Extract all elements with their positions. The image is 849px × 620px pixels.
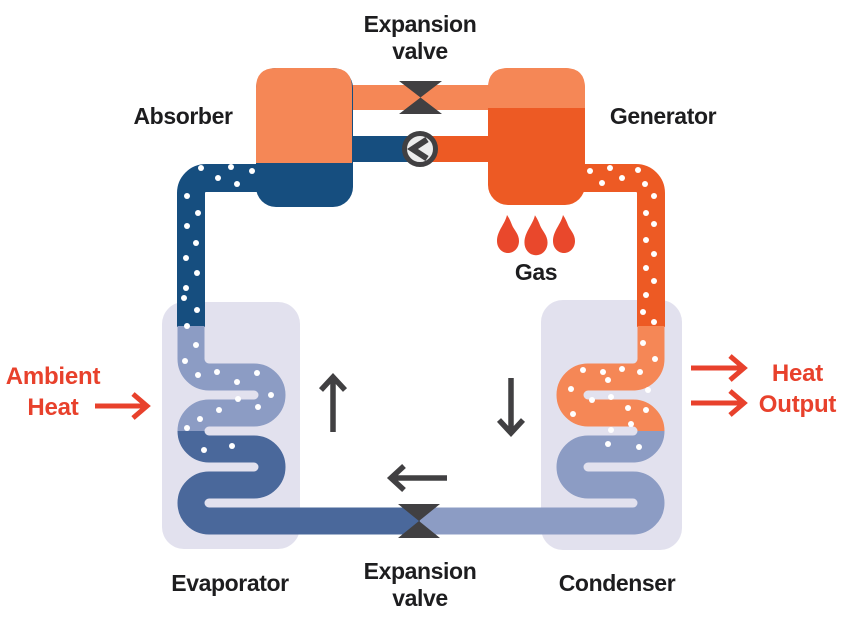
bubble-dot <box>619 366 625 372</box>
evaporator-bubbles <box>181 164 274 453</box>
bubble-dot <box>194 307 200 313</box>
bubble-dot <box>195 372 201 378</box>
bubble-dot <box>600 369 606 375</box>
bubble-dot <box>643 210 649 216</box>
bubble-dot <box>184 193 190 199</box>
condenser-bubbles <box>568 165 658 450</box>
evaporator-label: Evaporator <box>171 570 289 596</box>
bubble-dot <box>608 427 614 433</box>
bubble-dot <box>599 180 605 186</box>
bubble-dot <box>651 193 657 199</box>
evaporator-coil-warm-section <box>177 429 420 535</box>
bubble-dot <box>635 167 641 173</box>
condenser-label: Condenser <box>558 570 676 596</box>
heat-output-arrow-2-icon <box>691 389 748 417</box>
bubble-dot <box>643 237 649 243</box>
bubble-dot <box>193 342 199 348</box>
bubble-dot <box>234 181 240 187</box>
ambient-heat-label: Ambient Heat <box>5 363 101 421</box>
bubble-dot <box>608 394 614 400</box>
generator-box <box>488 68 585 205</box>
flow-up-arrow-icon <box>318 372 348 432</box>
bubble-dot <box>625 405 631 411</box>
condenser-coil-cooled-section <box>420 429 665 535</box>
bubble-dot <box>194 270 200 276</box>
bubble-dot <box>198 165 204 171</box>
bubble-dot <box>642 181 648 187</box>
gas-label: Gas <box>514 259 558 285</box>
bubble-dot <box>254 370 260 376</box>
absorber-upper <box>256 68 352 163</box>
bubble-dot <box>184 323 190 329</box>
bubble-dot <box>589 397 595 403</box>
bubble-dot <box>249 168 255 174</box>
absorber-outlet-pipe <box>177 164 260 327</box>
bubble-dot <box>201 447 207 453</box>
bubble-dot <box>651 319 657 325</box>
bubble-dot <box>651 278 657 284</box>
flame-1 <box>497 215 519 253</box>
expansion-valve-top-label: Expansion valve <box>363 11 477 64</box>
bubble-dot <box>570 411 576 417</box>
bubble-dot <box>652 356 658 362</box>
condenser-coil-hot-section <box>556 326 665 433</box>
bubble-dot <box>605 377 611 383</box>
bubble-dot <box>640 340 646 346</box>
bubble-dot <box>643 265 649 271</box>
generator-label: Generator <box>609 103 717 129</box>
bubble-dot <box>215 175 221 181</box>
expansion-valve-top-icon <box>399 81 442 114</box>
expansion-valve-bottom-icon <box>398 504 440 538</box>
bubble-dot <box>645 387 651 393</box>
bubble-dot <box>643 292 649 298</box>
bubble-dot <box>619 175 625 181</box>
bubble-dot <box>268 392 274 398</box>
bubble-dot <box>229 443 235 449</box>
bubble-dot <box>255 404 261 410</box>
bubble-dot <box>234 379 240 385</box>
bubble-dot <box>607 165 613 171</box>
bubble-dot <box>195 210 201 216</box>
flame-3 <box>553 215 575 253</box>
bubble-dot <box>181 295 187 301</box>
flame-icon <box>497 215 575 256</box>
bubble-dot <box>235 396 241 402</box>
bubble-dot <box>643 407 649 413</box>
heat-output-arrow-1-icon <box>691 354 748 382</box>
bubble-dot <box>628 421 634 427</box>
expansion-valve-bottom-label: Expansion valve <box>363 558 477 611</box>
flame-2 <box>524 215 548 256</box>
bubble-dot <box>183 255 189 261</box>
heat-output-label: Heat Output <box>758 360 837 418</box>
pump-icon <box>402 131 438 167</box>
bubble-dot <box>197 416 203 422</box>
bubble-dot <box>228 164 234 170</box>
flow-left-arrow-icon <box>386 463 447 493</box>
pump-chevron <box>407 136 429 162</box>
bubble-dot <box>640 309 646 315</box>
ambient-heat-arrow-icon <box>95 392 151 420</box>
bubble-dot <box>637 369 643 375</box>
bubble-dot <box>651 251 657 257</box>
bubble-dot <box>193 240 199 246</box>
bubble-dot <box>605 441 611 447</box>
bubble-dot <box>651 221 657 227</box>
bubble-dot <box>216 407 222 413</box>
bubble-dot <box>214 369 220 375</box>
absorber-label: Absorber <box>133 103 233 129</box>
bubble-dot <box>183 285 189 291</box>
bubble-dot <box>184 223 190 229</box>
generator-upper <box>488 68 585 108</box>
absorber-box <box>256 68 353 207</box>
flow-down-arrow-icon <box>496 378 526 438</box>
bubble-dot <box>184 425 190 431</box>
bubble-dot <box>182 358 188 364</box>
bubble-dot <box>568 386 574 392</box>
bubble-dot <box>587 168 593 174</box>
bubble-dot <box>636 444 642 450</box>
bubble-dot <box>580 367 586 373</box>
